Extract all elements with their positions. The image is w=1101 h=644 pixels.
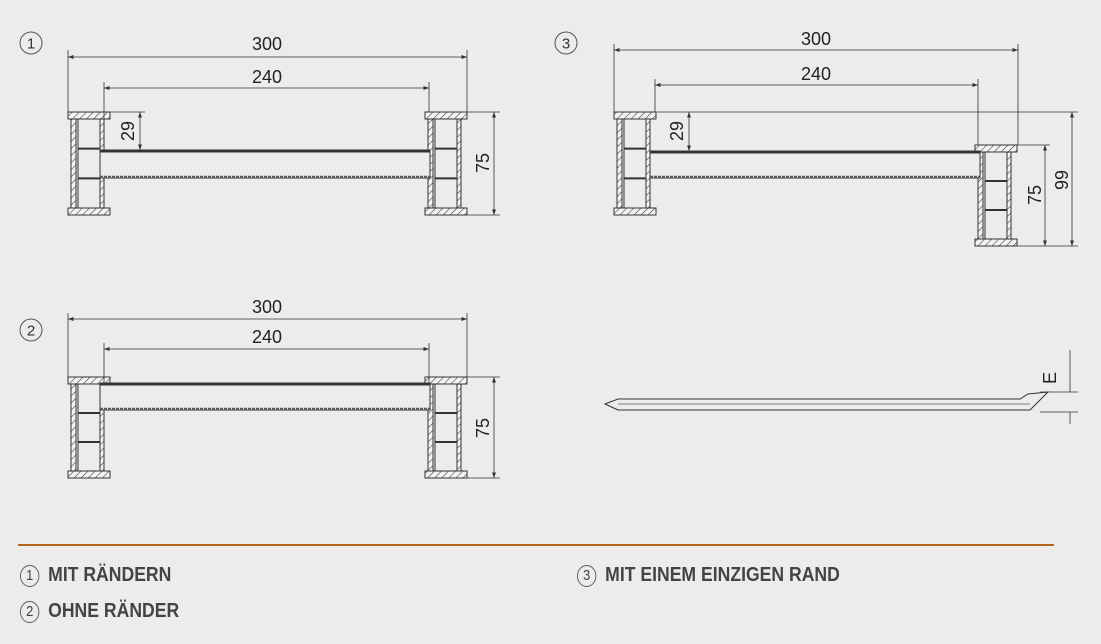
beam-body (649, 150, 981, 179)
d4-thickness-label: E (1040, 372, 1060, 384)
diagram-2-number: 2 (19, 318, 43, 342)
d1-beam (99, 149, 431, 179)
legend-number-2: 2 (20, 600, 40, 623)
d3-total-height-label: 99 (1052, 170, 1072, 190)
d2-beam (99, 382, 431, 411)
legend-label-3: MIT EINEM EINZIGEN RAND (605, 564, 840, 586)
chambers (434, 118, 458, 209)
flange-bottom (424, 470, 468, 479)
beam-body (99, 382, 431, 411)
legend-item-2: 2 OHNE RÄNDER (20, 600, 179, 623)
flange-bottom (67, 470, 111, 479)
d1-inner-width-label: 240 (252, 67, 282, 87)
web-inner (456, 118, 462, 209)
d2-inner-width-label: 240 (252, 327, 282, 347)
d3-beam (649, 150, 981, 179)
d3-left-profile (613, 111, 657, 216)
web-inner (645, 118, 651, 209)
d2-left-profile (67, 376, 111, 479)
flange-top (974, 144, 1018, 153)
chambers (77, 383, 101, 472)
d3-inner-width-label: 240 (801, 64, 831, 84)
chambers (434, 383, 458, 472)
d2-total-width-label: 300 (252, 297, 282, 317)
plate-outline (603, 391, 1050, 411)
legend-label-1: MIT RÄNDERN (48, 564, 172, 586)
d2-right-profile (424, 376, 468, 479)
flange-top (424, 111, 468, 120)
diagram-1-number: 1 (19, 31, 43, 55)
legend-item-1: 1 MIT RÄNDERN (20, 564, 171, 587)
d3-offset-label: 29 (667, 121, 687, 141)
flange-bottom (424, 207, 468, 216)
legend-number-1: 1 (20, 564, 40, 587)
svg-text:3: 3 (562, 36, 570, 53)
d1-total-width-label: 300 (252, 34, 282, 54)
d3-height-label: 75 (1025, 185, 1045, 205)
chambers (984, 151, 1008, 240)
legend-item-3: 3 MIT EINEM EINZIGEN RAND (577, 564, 840, 587)
web-inner (1006, 151, 1012, 240)
d3-right-profile (974, 144, 1018, 247)
d4-plate-edge (603, 391, 1050, 411)
flange-bottom (613, 207, 657, 216)
divider-line (18, 544, 1054, 546)
web-outer (616, 118, 623, 209)
svg-text:1: 1 (27, 36, 35, 53)
diagram-3-number: 3 (554, 31, 578, 55)
web-inner (456, 383, 462, 472)
web-outer (70, 118, 77, 209)
chambers (77, 118, 101, 209)
svg-text:2: 2 (27, 323, 35, 340)
beam-body (99, 149, 431, 179)
chambers (623, 118, 647, 209)
d1-height-label: 75 (473, 153, 493, 173)
d1-offset-label: 29 (118, 121, 138, 141)
legend-number-3: 3 (577, 564, 597, 587)
d2-height-label: 75 (473, 418, 493, 438)
d1-right-profile (424, 111, 468, 216)
flange-top (424, 376, 468, 385)
flange-bottom (67, 207, 111, 216)
d3-total-width-label: 300 (801, 29, 831, 49)
flange-bottom (974, 238, 1018, 247)
legend-label-2: OHNE RÄNDER (48, 600, 180, 622)
flange-top (613, 111, 657, 120)
web-outer (70, 383, 77, 472)
